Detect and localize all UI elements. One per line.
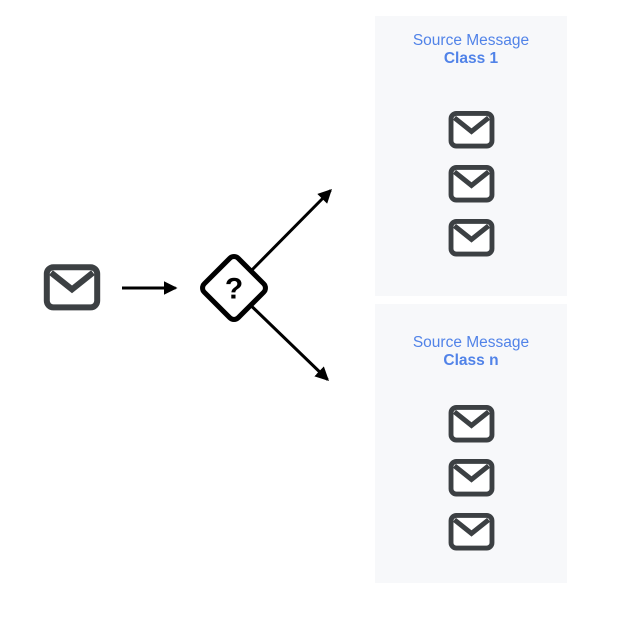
arrow-to-class-1 [238, 189, 332, 284]
envelope-icon [448, 110, 495, 149]
panel-title-text: Source Message [412, 334, 530, 351]
class-n-envelope-stack [448, 404, 495, 551]
decision-question-label: ? [225, 273, 243, 306]
class-1-envelope-stack [448, 110, 495, 257]
class-n-panel: Source Message Class n [375, 304, 567, 583]
envelope-icon [448, 512, 495, 551]
panel-title-text: Source Message [412, 32, 530, 49]
class-1-panel: Source Message Class 1 [375, 16, 567, 296]
panel-class-label: Class 1 [443, 50, 499, 67]
envelope-icon [448, 404, 495, 443]
class-1-panel-title: Source Message Class 1 [413, 32, 529, 68]
input-envelope-icon [47, 267, 97, 307]
envelope-icon [448, 458, 495, 497]
arrow-to-class-n [238, 293, 329, 381]
panel-class-label: Class n [443, 352, 499, 369]
envelope-icon [448, 164, 495, 203]
envelope-icon [448, 218, 495, 257]
decision-diamond: ? [200, 254, 268, 322]
class-n-panel-title: Source Message Class n [413, 334, 529, 370]
